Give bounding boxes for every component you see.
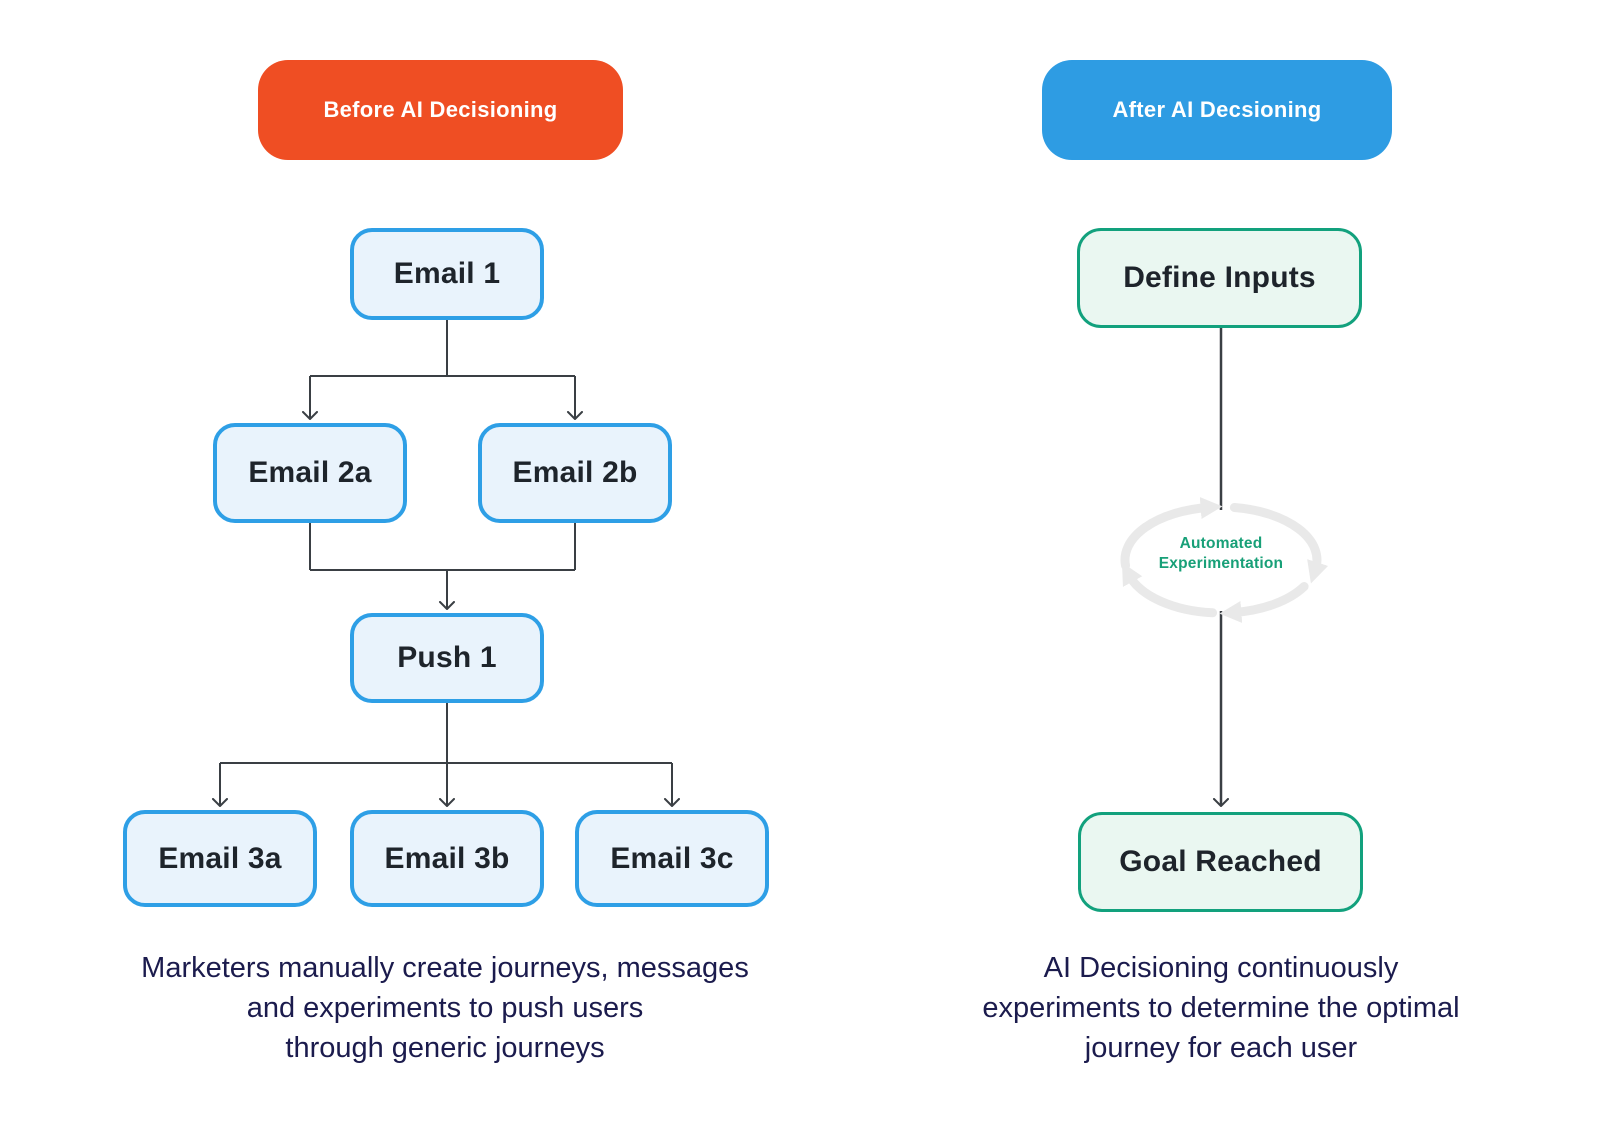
before-ai-decisioning-header: Before AI Decisioning <box>258 60 623 160</box>
right-caption-line: AI Decisioning continuously <box>1043 952 1399 984</box>
node-email-3b: Email 3b <box>350 810 544 907</box>
node-goal-reached: Goal Reached <box>1078 812 1363 912</box>
left-caption-line: through generic journeys <box>285 1032 605 1064</box>
node-email-3a: Email 3a <box>123 810 317 907</box>
left-caption: Marketers manually create journeys, mess… <box>45 948 845 1068</box>
right-caption-line: journey for each user <box>1084 1032 1358 1064</box>
right-caption: AI Decisioning continuously experiments … <box>845 948 1597 1068</box>
left-caption-line: Marketers manually create journeys, mess… <box>141 952 749 984</box>
automated-experimentation-label: Automated Experimentation <box>1121 534 1321 574</box>
after-ai-decisioning-header: After AI Decsioning <box>1042 60 1392 160</box>
node-email-2b: Email 2b <box>478 423 672 523</box>
left-caption-line: and experiments to push users <box>246 992 644 1024</box>
right-caption-line: experiments to determine the optimal <box>982 992 1460 1024</box>
left-flow-connectors <box>212 320 680 807</box>
node-push-1: Push 1 <box>350 613 544 703</box>
node-email-3c: Email 3c <box>575 810 769 907</box>
automated-experimentation-label-line: Experimentation <box>1158 555 1284 572</box>
automated-experimentation-label-line: Automated <box>1179 535 1263 552</box>
node-define-inputs: Define Inputs <box>1077 228 1362 328</box>
node-email-2a: Email 2a <box>213 423 407 523</box>
node-email-1: Email 1 <box>350 228 544 320</box>
